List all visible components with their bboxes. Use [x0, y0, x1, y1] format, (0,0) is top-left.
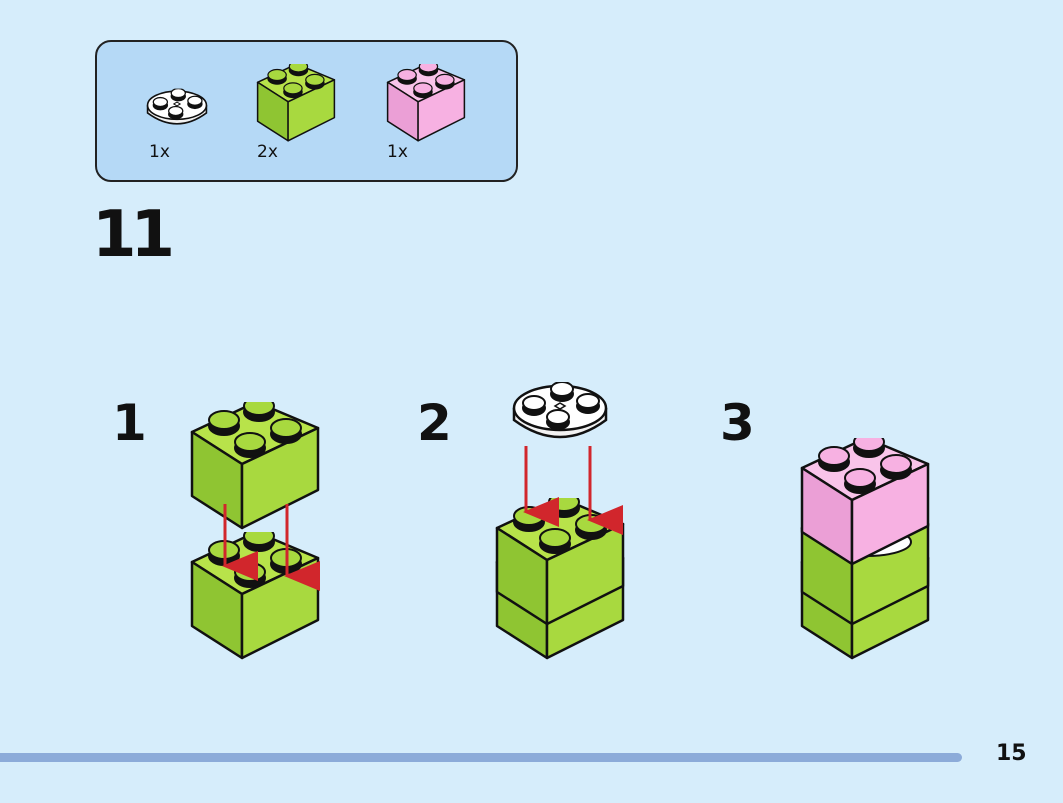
white-round-plate: [512, 382, 608, 439]
substep-number-3: 3: [720, 394, 755, 452]
substep-1-illustration: [190, 402, 320, 660]
part-count-lime-brick: 2x: [257, 142, 278, 162]
parts-list-panel: 1x 2x 1x: [95, 40, 518, 182]
lime-brick-2x2-icon: [255, 64, 337, 142]
substep-number-2: 2: [417, 394, 452, 452]
white-round-plate-2x2-icon: [145, 88, 209, 134]
lime-brick-top: [190, 402, 320, 530]
part-count-pink-brick: 1x: [387, 142, 408, 162]
substep-3-illustration: [800, 438, 930, 660]
progress-bar: [0, 753, 962, 762]
step-number: 11: [92, 198, 175, 272]
substep-number-1: 1: [112, 394, 147, 452]
part-count-white-plate: 1x: [149, 142, 170, 162]
substep-2-illustration: [495, 382, 625, 660]
pink-brick-2x2-icon: [385, 64, 467, 142]
lime-brick-base: [190, 532, 320, 660]
page-number: 15: [996, 741, 1027, 766]
